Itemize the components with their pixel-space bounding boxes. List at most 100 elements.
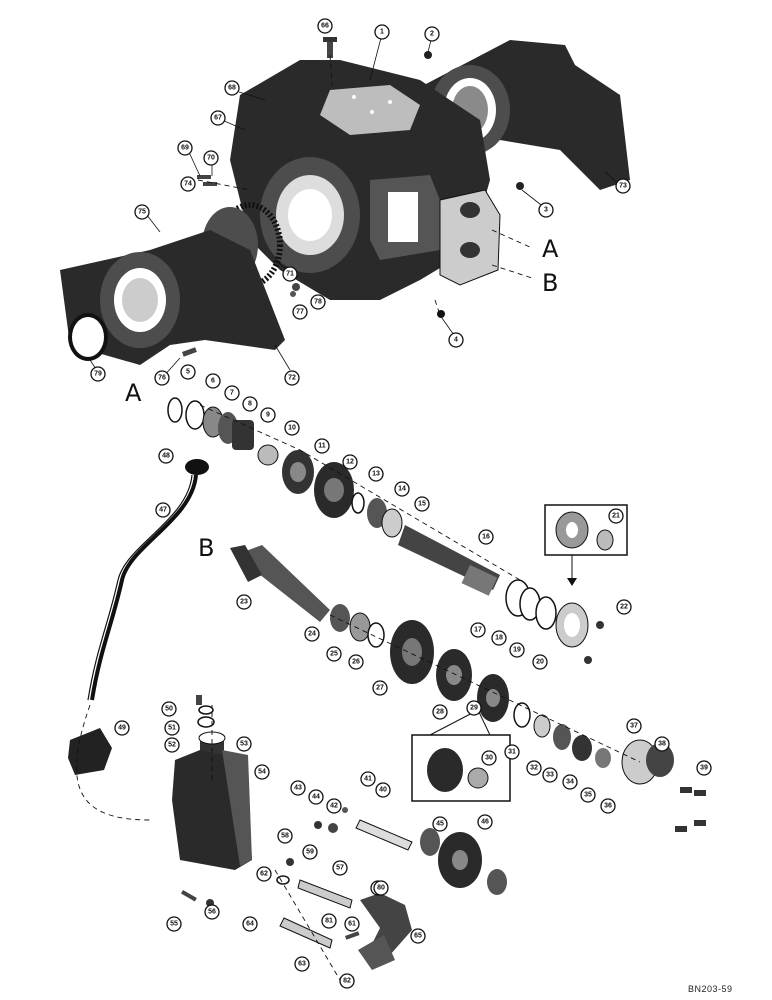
callout-circle — [615, 178, 631, 194]
callout-circle — [290, 780, 306, 796]
callout-circle — [260, 407, 276, 423]
callout-circle — [304, 626, 320, 642]
callout-number: 18 — [495, 635, 503, 642]
callout-number: 71 — [286, 271, 294, 278]
callout-78: 78 — [310, 294, 326, 310]
callout-75: 75 — [134, 204, 150, 220]
callout-circle — [626, 718, 642, 734]
callout-circle — [321, 913, 337, 929]
callout-circle — [375, 782, 391, 798]
callout-number: 21 — [612, 513, 620, 520]
callout-circle — [491, 630, 507, 646]
callout-circle — [342, 454, 358, 470]
callout-76: 76 — [154, 370, 170, 386]
callout-number: 26 — [352, 659, 360, 666]
callout-30: 30 — [481, 750, 497, 766]
callout-3: 3 — [538, 202, 554, 218]
callout-number: 23 — [240, 599, 248, 606]
callout-36: 36 — [600, 798, 616, 814]
callout-circle — [134, 204, 150, 220]
callout-circle — [284, 420, 300, 436]
callout-number: 5 — [186, 369, 190, 376]
callout-number: 62 — [260, 871, 268, 878]
callout-48: 48 — [158, 448, 174, 464]
callout-circle — [374, 24, 390, 40]
callout-53: 53 — [236, 736, 252, 752]
callout-circle — [432, 704, 448, 720]
callout-9: 9 — [260, 407, 276, 423]
callout-number: 22 — [620, 604, 628, 611]
callout-number: 15 — [418, 501, 426, 508]
callout-number: 59 — [306, 849, 314, 856]
callout-circle — [236, 736, 252, 752]
callout-number: 64 — [246, 921, 254, 928]
callout-number: 35 — [584, 792, 592, 799]
callout-number: 14 — [398, 486, 406, 493]
callout-12: 12 — [342, 454, 358, 470]
callout-number: 67 — [214, 115, 222, 122]
left-axle-housing — [60, 230, 285, 365]
callout-21: 21 — [608, 508, 624, 524]
callout-number: 39 — [700, 765, 708, 772]
callout-number: 79 — [94, 371, 102, 378]
callout-number: 74 — [184, 181, 192, 188]
callout-67: 67 — [210, 110, 226, 126]
callout-47: 47 — [155, 502, 171, 518]
callout-circle — [432, 816, 448, 832]
callout-66: 66 — [317, 18, 333, 34]
callout-circle — [205, 373, 221, 389]
callout-number: 28 — [436, 709, 444, 716]
callout-33: 33 — [542, 767, 558, 783]
callout-circle — [696, 760, 712, 776]
callout-5: 5 — [180, 364, 196, 380]
callout-14: 14 — [394, 481, 410, 497]
callout-number: 77 — [296, 309, 304, 316]
callout-17: 17 — [470, 622, 486, 638]
callout-circle — [180, 364, 196, 380]
callout-number: 80 — [377, 885, 385, 892]
callout-circle — [210, 110, 226, 126]
section-letter-top-a: A — [542, 235, 559, 263]
callout-circle — [344, 916, 360, 932]
callout-circle — [478, 529, 494, 545]
callout-2: 2 — [424, 26, 440, 42]
callout-77: 77 — [292, 304, 308, 320]
callout-11: 11 — [314, 438, 330, 454]
callout-19: 19 — [509, 642, 525, 658]
callout-circle — [542, 767, 558, 783]
callout-circle — [538, 202, 554, 218]
callout-number: 30 — [485, 755, 493, 762]
callout-number: 33 — [546, 772, 554, 779]
callout-51: 51 — [164, 720, 180, 736]
callout-79: 79 — [90, 366, 106, 382]
callout-28: 28 — [432, 704, 448, 720]
callout-number: 7 — [230, 390, 234, 397]
callout-number: 38 — [658, 741, 666, 748]
callout-circle — [373, 880, 389, 896]
callout-circle — [224, 385, 240, 401]
callout-number: 51 — [168, 725, 176, 732]
callout-circle — [242, 916, 258, 932]
callout-number: 17 — [474, 627, 482, 634]
callout-43: 43 — [290, 780, 306, 796]
callout-10: 10 — [284, 420, 300, 436]
callout-number: 72 — [288, 375, 296, 382]
callout-circle — [177, 140, 193, 156]
callout-number: 50 — [165, 706, 173, 713]
callout-number: 25 — [330, 651, 338, 658]
callout-70: 70 — [203, 150, 219, 166]
callout-number: 2 — [430, 31, 434, 38]
callout-number: 63 — [298, 961, 306, 968]
callout-circle — [114, 720, 130, 736]
callout-6: 6 — [205, 373, 221, 389]
callout-59: 59 — [302, 844, 318, 860]
callout-number: 55 — [170, 921, 178, 928]
callout-circle — [155, 502, 171, 518]
callout-number: 32 — [530, 765, 538, 772]
callout-7: 7 — [224, 385, 240, 401]
callout-circle — [339, 973, 355, 989]
callout-56: 56 — [204, 904, 220, 920]
callout-16: 16 — [478, 529, 494, 545]
callout-number: 31 — [508, 749, 516, 756]
